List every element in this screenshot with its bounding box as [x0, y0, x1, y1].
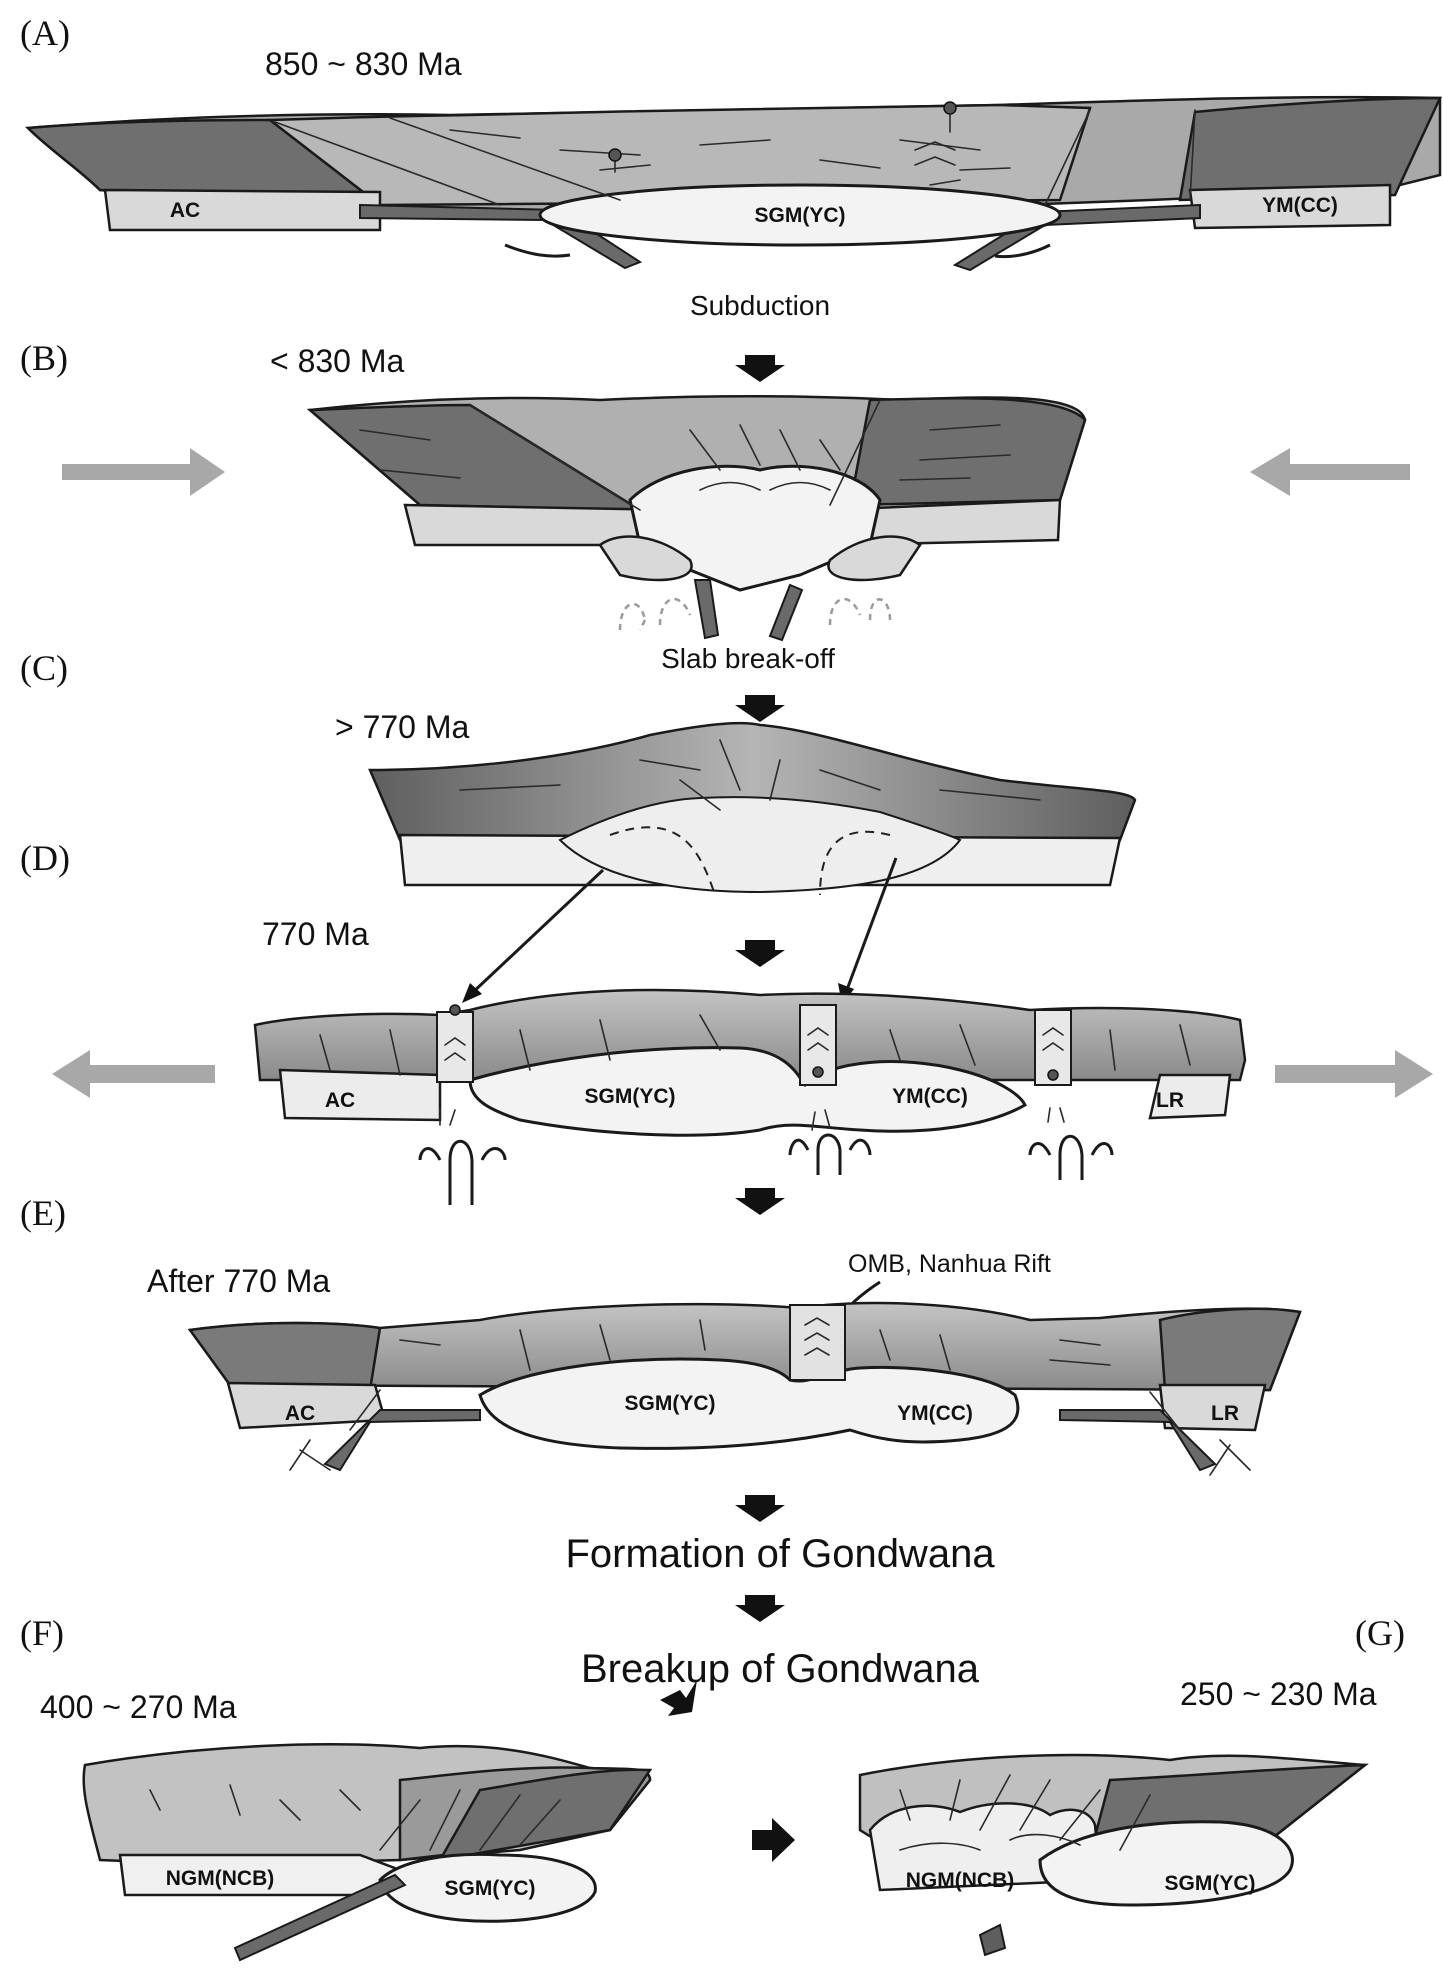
panel-g-age: 250 ~ 230 Ma — [1180, 1676, 1377, 1712]
down-arrow-c-d — [735, 940, 785, 967]
down-arrow-d-e — [735, 1188, 785, 1215]
panel-f-block-sgm: SGM(YC) — [445, 1877, 536, 1900]
mantle-upwelling-2 — [788, 1133, 872, 1175]
panel-b-age: < 830 Ma — [270, 343, 405, 379]
arrow-to-rift-2 — [843, 857, 898, 996]
right-arrow-f-g — [752, 1818, 795, 1862]
panel-e-age: After 770 Ma — [147, 1263, 330, 1299]
panel-c: (C) > 770 Ma — [20, 648, 1137, 1005]
down-arrow-e-formation — [735, 1495, 785, 1522]
panel-g-letter: (G) — [1355, 1613, 1405, 1653]
diagonal-arrow-f — [660, 1680, 697, 1716]
panel-a-age: 850 ~ 830 Ma — [265, 46, 462, 82]
panel-e-block-ym: YM(CC) — [897, 1402, 973, 1425]
compression-arrow-right — [1250, 448, 1410, 496]
mantle-upwelling-1 — [418, 1139, 507, 1205]
panel-a-block-ac: AC — [170, 199, 200, 222]
panel-f: (F) 400 ~ 270 Ma NGM(NCB) SGM(YC) — [20, 1613, 795, 1962]
panel-e-annotation: OMB, Nanhua Rift — [848, 1250, 1051, 1278]
panel-d-age: 770 Ma — [262, 916, 369, 952]
panel-d-block-sgm: SGM(YC) — [585, 1085, 676, 1108]
down-arrow-b-c — [735, 695, 785, 722]
panel-f-age: 400 ~ 270 Ma — [40, 1689, 237, 1725]
slab-breakoff-caption: Slab break-off — [661, 643, 835, 674]
extension-arrow-left — [52, 1050, 215, 1098]
panel-d-block-ac: AC — [325, 1089, 355, 1112]
panel-f-block-ngm: NGM(NCB) — [166, 1867, 274, 1890]
subduction-caption: Subduction — [690, 290, 830, 321]
panel-d: (D) 770 Ma AC SGM(YC) YM(CC) LR — [20, 838, 1433, 1215]
panel-e-block-lr: LR — [1211, 1402, 1239, 1425]
down-arrow-a-b — [735, 355, 785, 382]
panel-f-letter: (F) — [20, 1613, 64, 1653]
panel-e-letter: (E) — [20, 1193, 66, 1233]
panel-c-letter: (C) — [20, 648, 68, 688]
formation-caption: Formation of Gondwana — [565, 1532, 995, 1576]
down-arrow-formation-breakup — [735, 1595, 785, 1622]
panel-g: (G) 250 ~ 230 Ma NGM(NCB) SGM(YC) — [858, 1613, 1405, 1957]
compression-arrow-left — [62, 448, 225, 496]
panel-a-letter: (A) — [20, 13, 70, 53]
panel-e-block-ac: AC — [285, 1402, 315, 1425]
panel-a-block-ym: YM(CC) — [1262, 194, 1338, 217]
panel-c-age: > 770 Ma — [335, 709, 470, 745]
panel-b-letter: (B) — [20, 338, 68, 378]
breakup-caption: Breakup of Gondwana — [581, 1647, 980, 1691]
panel-d-block-ym: YM(CC) — [892, 1085, 968, 1108]
arrow-to-rift-1 — [468, 868, 605, 997]
panel-a-block-sgm: SGM(YC) — [755, 204, 846, 227]
panel-d-block-lr: LR — [1156, 1089, 1184, 1112]
panel-e: (E) After 770 Ma OMB, Nanhua Rift AC SGM… — [20, 1193, 1302, 1691]
panel-g-block-sgm: SGM(YC) — [1165, 1872, 1256, 1895]
panel-b: (B) < 830 Ma Slab break-off — [20, 338, 1410, 722]
panel-e-block-sgm: SGM(YC) — [625, 1392, 716, 1415]
panel-d-letter: (D) — [20, 838, 70, 878]
mantle-upwelling-3 — [1028, 1134, 1114, 1180]
extension-arrow-right — [1275, 1050, 1433, 1098]
panel-g-block-ngm: NGM(NCB) — [906, 1869, 1014, 1892]
panel-a: (A) 850 ~ 830 Ma AC SGM(YC) YM(CC) Subdu… — [20, 13, 1442, 382]
